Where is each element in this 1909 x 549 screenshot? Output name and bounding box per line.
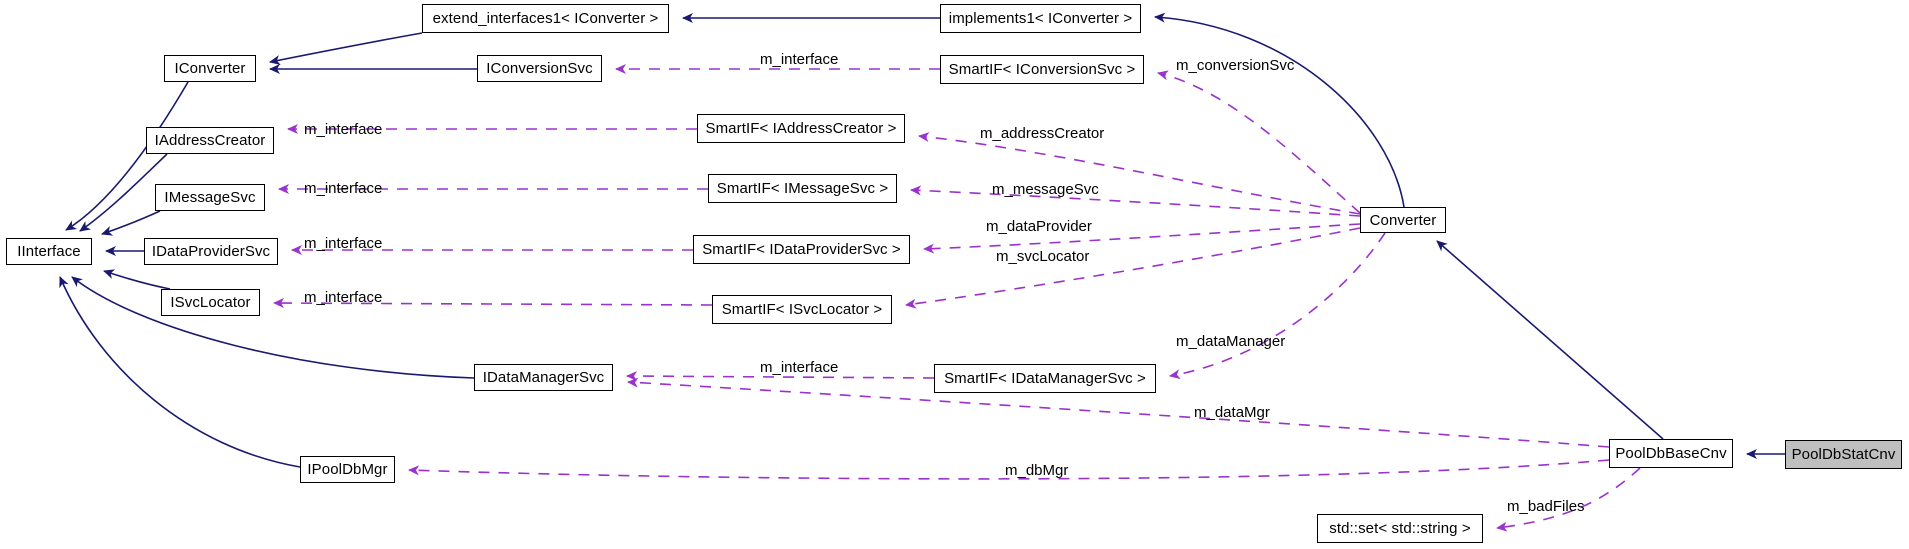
edge-smartif-idatamanagersvc-to-idatamanagersvc	[626, 371, 935, 382]
edge-imessagesvc-to-iinterface	[101, 210, 161, 236]
edge-iconverter-to-iinterface	[65, 81, 189, 231]
edge-extend-interfaces-to-iconverter	[269, 32, 423, 65]
edge-converter-to-implements1	[1154, 12, 1405, 208]
edge-isvclocator-to-iinterface	[103, 269, 171, 290]
class-node-Converter[interactable]: Converter	[1360, 207, 1446, 233]
edge-label-lbl_m_interface_addresscreator: m_interface	[304, 121, 383, 138]
edge-label-lbl_m_dbMgr: m_dbMgr	[1005, 462, 1069, 479]
edge-label-lbl_m_svcLocator: m_svcLocator	[996, 248, 1090, 265]
edge-converter-to-smartif-idatamanagersvc	[1169, 232, 1386, 380]
class-node-IAddressCreator[interactable]: IAddressCreator	[146, 127, 274, 154]
edge-pooldbbasecnv-to-converter	[1436, 240, 1664, 440]
class-node-SmartIF_ISvcLocator[interactable]: SmartIF< ISvcLocator >	[712, 295, 892, 324]
edge-label-lbl_m_dataMgr: m_dataMgr	[1194, 404, 1270, 421]
class-node-IInterface[interactable]: IInterface	[6, 238, 92, 265]
edge-label-lbl_m_interface_messagesvc: m_interface	[304, 180, 383, 197]
class-node-IMessageSvc[interactable]: IMessageSvc	[155, 184, 265, 211]
class-node-SmartIF_IDataManagerSvc[interactable]: SmartIF< IDataManagerSvc >	[934, 364, 1156, 393]
class-node-std_set_string[interactable]: std::set< std::string >	[1317, 514, 1483, 543]
edge-converter-to-smartif-imessagesvc	[910, 185, 1361, 217]
class-node-SmartIF_IAddressCreator[interactable]: SmartIF< IAddressCreator >	[697, 114, 905, 143]
edge-converter-to-smartif-iaddresscreator	[918, 132, 1361, 215]
edge-pooldbbasecnv-to-ipooldbmgr	[408, 459, 1610, 480]
edge-label-lbl_m_interface_dataprovidersvc: m_interface	[304, 235, 383, 252]
edge-smartif-isvclocator-to-isvclocator	[273, 298, 713, 309]
edge-converter-to-smartif-isvclocator	[905, 227, 1361, 309]
edge-converter-to-smartif-idataprovidersvc	[923, 223, 1361, 254]
edge-label-lbl_m_dataProvider: m_dataProvider	[986, 218, 1092, 235]
edge-converter-to-smartif-iconversionsvc	[1157, 70, 1361, 214]
edge-idatamanagersvc-to-iinterface	[71, 276, 475, 379]
class-node-IConversionSvc[interactable]: IConversionSvc	[477, 55, 602, 82]
edge-label-lbl_m_interface_svclocator: m_interface	[304, 289, 383, 306]
class-node-SmartIF_IDataProviderSvc[interactable]: SmartIF< IDataProviderSvc >	[693, 235, 910, 264]
edge-label-lbl_m_interface_datamanagersvc: m_interface	[760, 359, 839, 376]
class-node-SmartIF_IConversionSvc[interactable]: SmartIF< IConversionSvc >	[940, 55, 1144, 84]
edge-label-lbl_m_badFiles: m_badFiles	[1507, 498, 1585, 515]
class-node-IConverter[interactable]: IConverter	[164, 55, 256, 82]
class-node-IPoolDbMgr[interactable]: IPoolDbMgr	[300, 456, 395, 483]
class-node-PoolDbStatCnv[interactable]: PoolDbStatCnv	[1785, 440, 1902, 469]
edge-ipooldbmgr-to-iinterface	[59, 276, 301, 468]
edge-label-lbl_m_interface_conversionsvc: m_interface	[760, 51, 839, 68]
edge-pooldbbasecnv-to-idatamanagersvc	[627, 377, 1610, 448]
class-node-PoolDbBaseCnv[interactable]: PoolDbBaseCnv	[1609, 439, 1733, 468]
edge-label-lbl_m_conversionSvc: m_conversionSvc	[1176, 57, 1295, 74]
inheritance-edges	[59, 12, 1785, 468]
class-node-extend_interfaces1[interactable]: extend_interfaces1< IConverter >	[422, 4, 669, 33]
class-node-implements1[interactable]: implements1< IConverter >	[940, 4, 1141, 33]
class-node-SmartIF_IMessageSvc[interactable]: SmartIF< IMessageSvc >	[708, 174, 897, 203]
class-node-ISvcLocator[interactable]: ISvcLocator	[161, 289, 260, 316]
edge-iaddresscreator-to-iinterface	[79, 153, 168, 232]
edge-label-lbl_m_messageSvc: m_messageSvc	[992, 181, 1099, 198]
class-node-IDataManagerSvc[interactable]: IDataManagerSvc	[474, 364, 613, 391]
edge-label-lbl_m_dataManager: m_dataManager	[1176, 333, 1286, 350]
edge-label-lbl_m_addressCreator: m_addressCreator	[980, 125, 1105, 142]
usage-edges	[273, 64, 1641, 532]
class-node-IDataProviderSvc[interactable]: IDataProviderSvc	[144, 238, 278, 265]
